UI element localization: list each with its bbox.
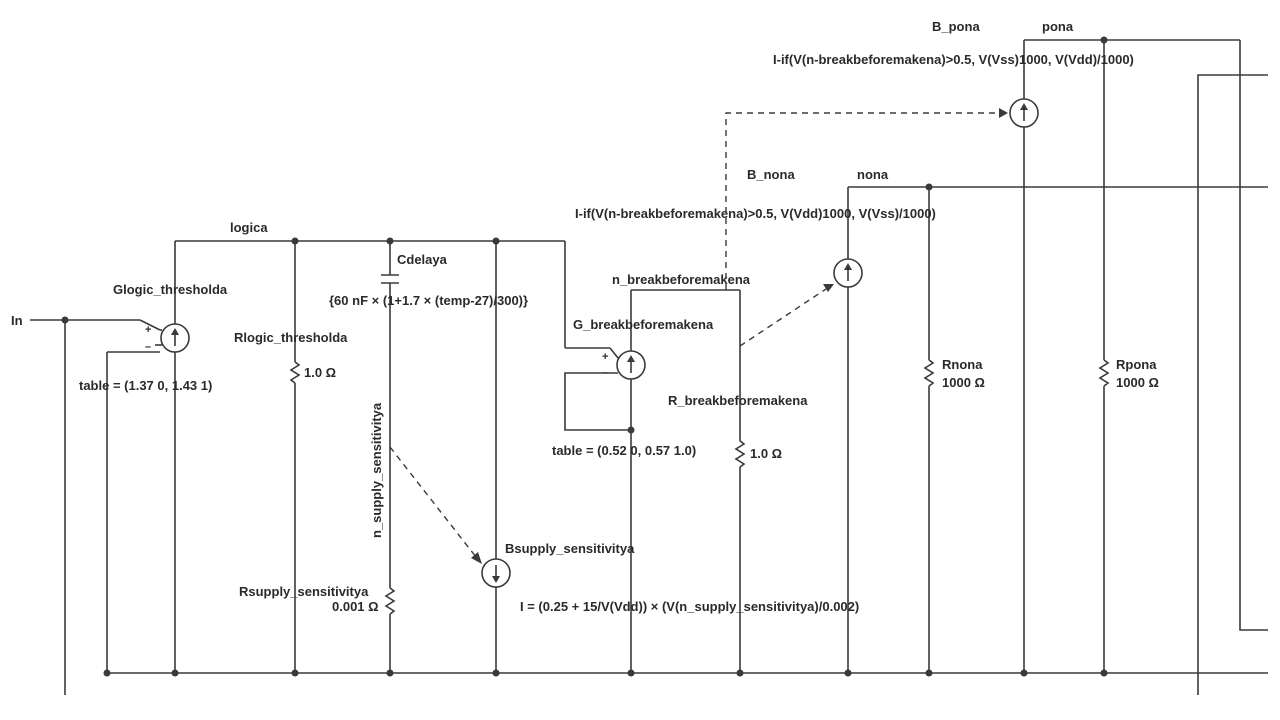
supply-sensitivity-control-arrow <box>389 446 482 564</box>
cdelay-capacitor <box>381 241 399 588</box>
gbbm-plus-sign: + <box>602 351 608 363</box>
pona-net <box>1024 36 1268 673</box>
b-pona-expression: I-if(V(n-breakbeforemakena)>0.5, V(Vss)1… <box>773 52 1134 67</box>
bsupply-expression: I = (0.25 + 15/V(Vdd)) × (V(n_supply_sen… <box>520 599 859 614</box>
net-label-n-supply-sensitivitya: n_supply_sensitivitya <box>369 402 384 538</box>
rlogic-value: 1.0 Ω <box>304 365 336 380</box>
net-label-logica: logica <box>230 220 268 235</box>
gbbm-minus-sign: – <box>602 367 608 379</box>
input-wire <box>30 316 161 695</box>
bsupply-name: Bsupply_sensitivitya <box>505 541 635 556</box>
rlogic-name: Rlogic_thresholda <box>234 330 348 345</box>
gbbm-name: G_breakbeforemakena <box>573 317 714 332</box>
rsupply-sensitivity-resistor <box>384 587 396 673</box>
net-label-in: In <box>11 313 23 328</box>
rbbm-value: 1.0 Ω <box>750 446 782 461</box>
glogic-minus-sign: – <box>145 341 151 353</box>
ground-junctions <box>103 669 1108 677</box>
b-nona-source <box>833 187 863 673</box>
cdelay-name: Cdelaya <box>397 252 448 267</box>
breakbeforemakena-net <box>631 289 746 673</box>
right-rails <box>1197 74 1268 695</box>
net-label-n-breakbeforemakena: n_breakbeforemakena <box>612 272 751 287</box>
cdelay-value: {60 nF × (1+1.7 × (temp-27)/300)} <box>329 293 528 308</box>
rpona-value: 1000 Ω <box>1116 375 1159 390</box>
b-pona-name: B_pona <box>932 19 980 34</box>
breakbeforemakena-control-arrows <box>725 108 1008 347</box>
net-label-pona: pona <box>1042 19 1074 34</box>
rlogic-threshold-resistor <box>289 241 301 673</box>
glogic-threshold-source: + – <box>145 241 190 673</box>
gbbm-table: table = (0.52 0, 0.57 1.0) <box>552 443 696 458</box>
logica-net <box>175 237 610 349</box>
b-pona-source <box>1009 40 1039 673</box>
rbbm-name: R_breakbeforemakena <box>668 393 808 408</box>
nona-net <box>848 183 1268 673</box>
rsupply-name: Rsupply_sensitivitya <box>239 584 369 599</box>
net-label-nona: nona <box>857 167 889 182</box>
rpona-name: Rpona <box>1116 357 1157 372</box>
glogic-plus-sign: + <box>145 324 151 336</box>
b-nona-expression: I-if(V(n-breakbeforemakena)>0.5, V(Vdd)1… <box>575 206 936 221</box>
rsupply-value: 0.001 Ω <box>332 599 379 614</box>
ground-bus <box>106 351 1268 674</box>
rnona-name: Rnona <box>942 357 983 372</box>
glogic-name: Glogic_thresholda <box>113 282 228 297</box>
glogic-table: table = (1.37 0, 1.43 1) <box>79 378 212 393</box>
g-breakbeforemakena-source: + – <box>564 290 646 673</box>
b-nona-name: B_nona <box>747 167 795 182</box>
rnona-value: 1000 Ω <box>942 375 985 390</box>
bsupply-sensitivity-source <box>481 241 511 673</box>
